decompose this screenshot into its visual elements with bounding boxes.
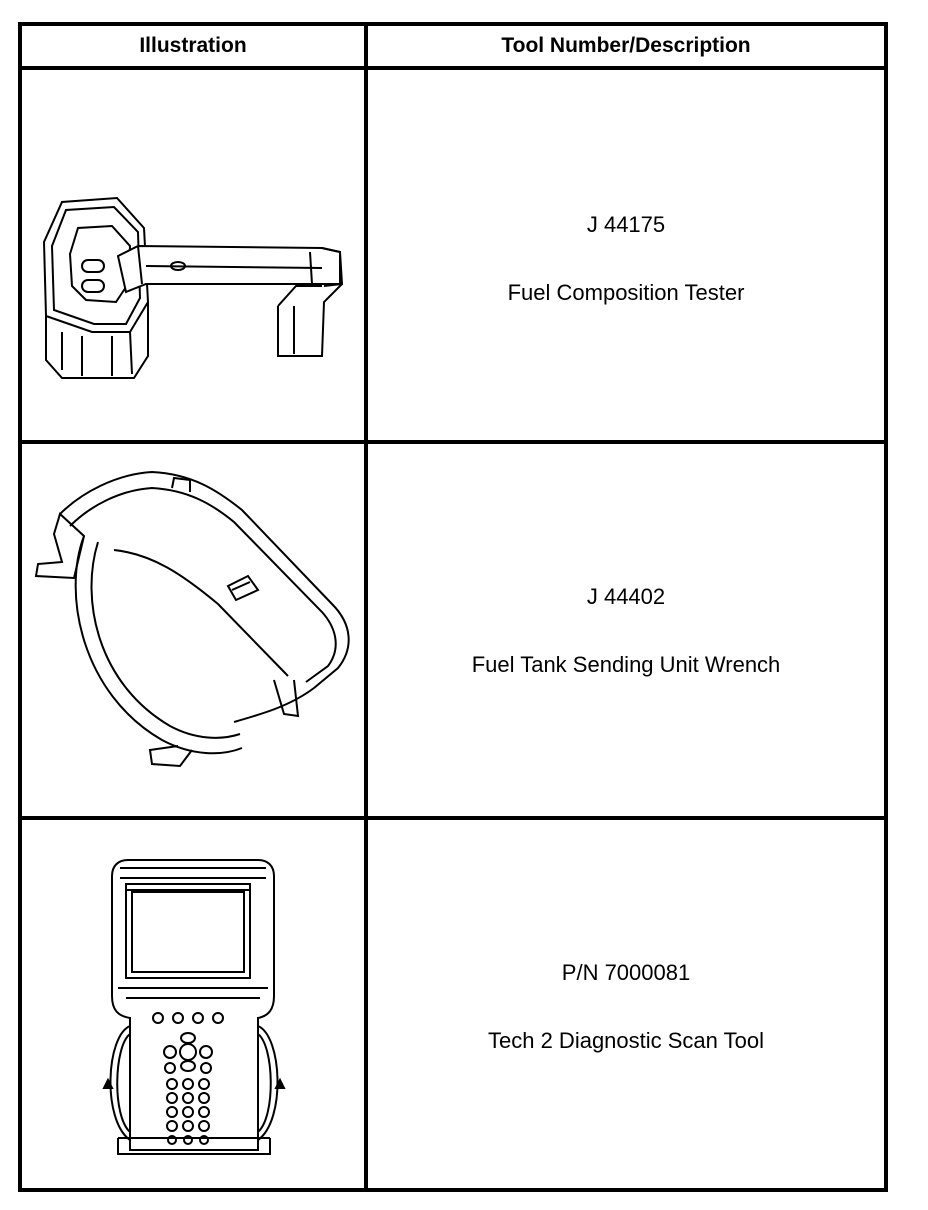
fuel-composition-tester-icon	[22, 70, 364, 440]
sending-unit-wrench-icon	[22, 444, 364, 816]
table-row: J 44175 Fuel Composition Tester	[22, 70, 884, 440]
table-header: Illustration Tool Number/Description	[22, 26, 884, 70]
description-cell: J 44402 Fuel Tank Sending Unit Wrench	[368, 444, 884, 816]
tool-number: P/N 7000081	[561, 960, 691, 985]
row-divider	[22, 440, 884, 444]
table-row: P/N 7000081 Tech 2 Diagnostic Scan Tool	[22, 820, 884, 1188]
tool-number: J 44175	[586, 212, 666, 237]
illustration-cell	[22, 70, 364, 440]
illustration-cell	[22, 444, 364, 816]
header-illustration: Illustration	[139, 34, 247, 57]
description-cell: P/N 7000081 Tech 2 Diagnostic Scan Tool	[368, 820, 884, 1188]
tool-description: Fuel Composition Tester	[507, 280, 745, 305]
row-divider	[22, 816, 884, 820]
column-divider	[364, 26, 368, 1188]
tool-number: J 44402	[586, 584, 666, 609]
tool-description: Fuel Tank Sending Unit Wrench	[471, 652, 781, 677]
scan-tool-icon	[22, 820, 364, 1188]
tool-description: Tech 2 Diagnostic Scan Tool	[488, 1028, 764, 1053]
header-tool-description: Tool Number/Description	[501, 34, 751, 57]
table-row: J 44402 Fuel Tank Sending Unit Wrench	[22, 444, 884, 816]
tool-table: Illustration Tool Number/Description	[18, 22, 888, 1192]
description-cell: J 44175 Fuel Composition Tester	[368, 70, 884, 440]
illustration-cell	[22, 820, 364, 1188]
